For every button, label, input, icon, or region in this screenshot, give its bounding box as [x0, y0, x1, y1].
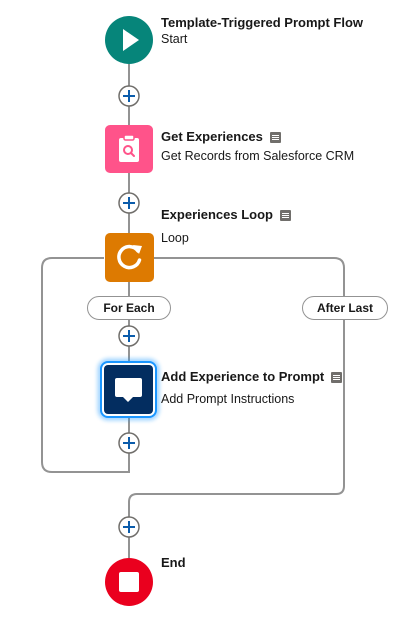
description-icon[interactable] [269, 131, 281, 143]
branch-label-for-each[interactable]: For Each [87, 296, 171, 320]
end-node[interactable] [105, 558, 153, 606]
loop-node[interactable] [105, 233, 154, 282]
branch-label-after-last[interactable]: After Last [302, 296, 388, 320]
start-node-label: Template-Triggered Prompt Flow Start [161, 15, 363, 47]
plus-icon [123, 521, 135, 533]
node-title: Template-Triggered Prompt Flow [161, 15, 364, 30]
add-prompt-node[interactable] [98, 359, 159, 420]
node-title: Add Experience to Prompt [161, 369, 343, 385]
connector-lines [41, 64, 345, 558]
connector-after-last [128, 257, 345, 558]
loop-icon [117, 244, 142, 270]
add-element-button-1[interactable] [118, 85, 140, 107]
add-element-button-5[interactable] [118, 516, 140, 538]
description-icon[interactable] [331, 371, 343, 383]
add-element-button-4[interactable] [118, 432, 140, 454]
clipboard-search-icon [119, 134, 139, 162]
plus-icon [123, 90, 135, 102]
stop-icon [119, 572, 139, 592]
play-icon [123, 29, 139, 51]
end-node-label: End [161, 555, 186, 571]
node-subtitle: Start [161, 32, 188, 46]
plus-icon [123, 437, 135, 449]
add-prompt-label: Add Experience to Prompt Add Prompt Inst… [161, 369, 343, 407]
node-title: Get Experiences [161, 129, 354, 145]
get-experiences-label: Get Experiences Get Records from Salesfo… [161, 129, 354, 164]
connector-add-to-loopback [41, 257, 130, 473]
plus-icon [123, 197, 135, 209]
loop-tile[interactable] [105, 233, 154, 282]
plus-icon [123, 330, 135, 342]
node-subtitle: Get Records from Salesforce CRM [161, 149, 355, 163]
add-element-button-2[interactable] [118, 192, 140, 214]
node-subtitle: Loop [161, 231, 189, 245]
get-experiences-node[interactable] [105, 125, 153, 173]
loop-label: Experiences Loop Loop [161, 207, 291, 246]
node-subtitle: Add Prompt Instructions [161, 392, 295, 406]
add-element-button-3[interactable] [118, 325, 140, 347]
prompt-icon [115, 378, 142, 402]
node-title: Experiences Loop [161, 207, 291, 223]
description-icon[interactable] [279, 209, 291, 221]
start-node[interactable] [105, 16, 153, 64]
node-title: End [161, 555, 186, 570]
